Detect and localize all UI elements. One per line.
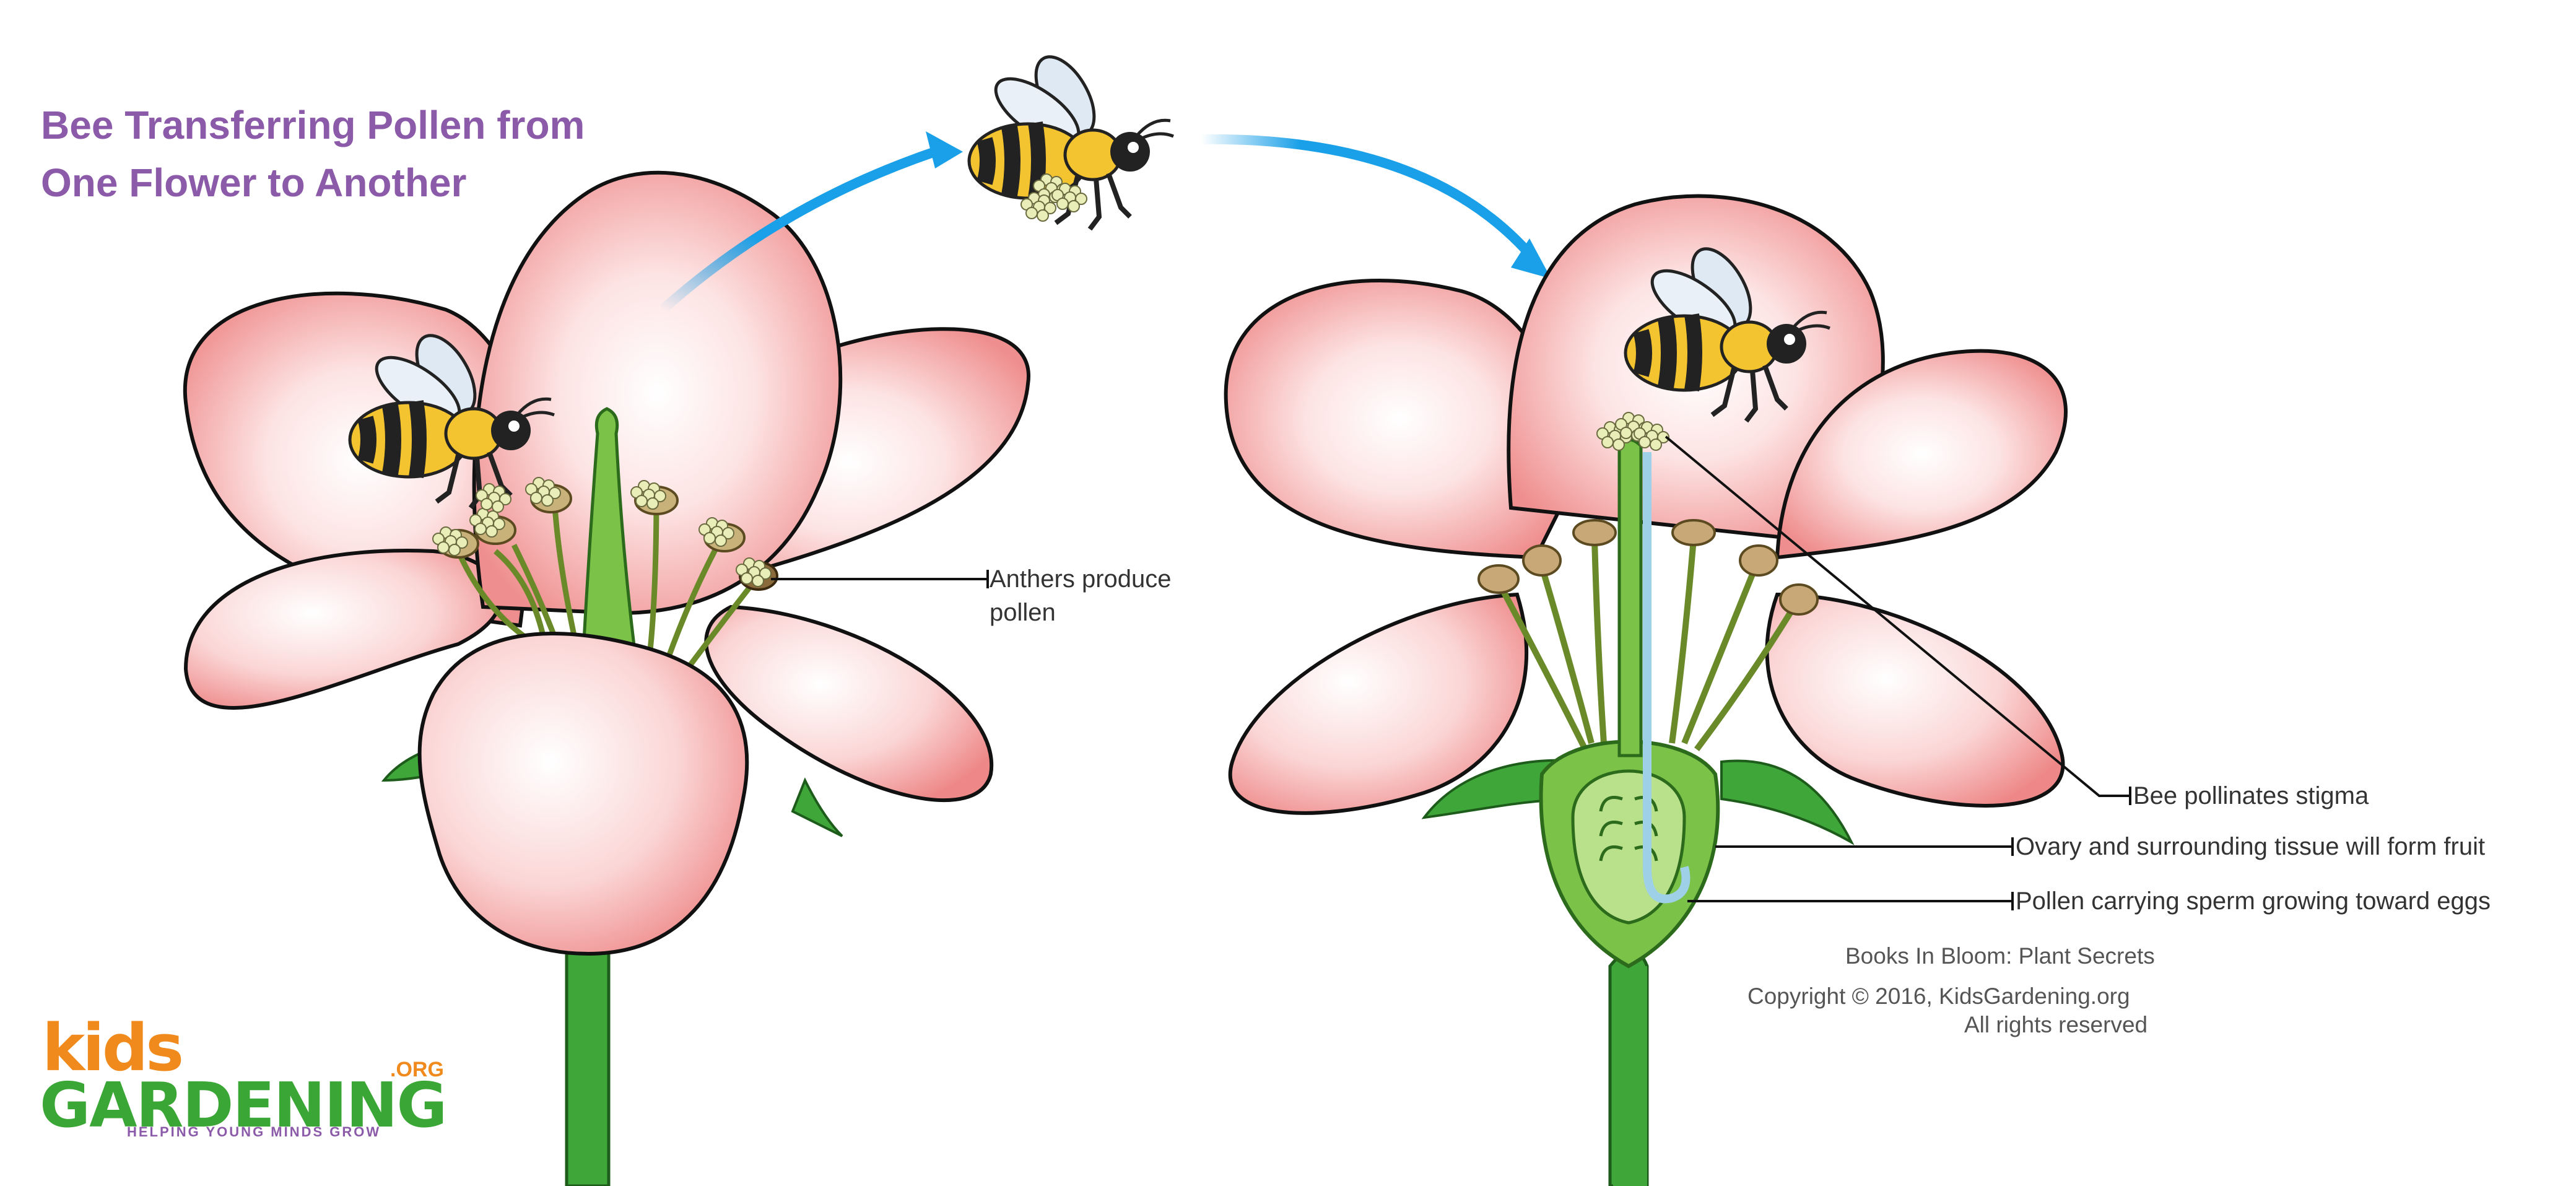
right-flower-style — [1617, 438, 1643, 757]
left-flower-stem — [565, 927, 611, 1186]
right-flower-petal — [1228, 592, 1529, 815]
flight-arrow-right — [1201, 134, 1533, 258]
credit-copyright: Copyright © 2016, KidsGardening.org — [1747, 983, 2130, 1009]
diagram-title-line2: One Flower to Another — [41, 160, 467, 205]
credit-book: Books In Bloom: Plant Secrets — [1845, 943, 2155, 969]
left-flower — [183, 170, 1030, 1186]
leader-stigma — [1664, 435, 2130, 797]
diagram-title-line1: Bee Transferring Pollen from — [41, 103, 585, 147]
label-pollen-tube: Pollen carrying sperm growing toward egg… — [2016, 887, 2491, 915]
label-stigma: Bee pollinates stigma — [2133, 782, 2369, 809]
left-flower-pistil — [580, 407, 640, 677]
flight-arrows — [659, 131, 1551, 313]
logo-tagline: HELPING YOUNG MINDS GROW — [127, 1124, 381, 1140]
pollen-tube — [1643, 452, 1690, 904]
left-flower-anthers — [432, 477, 778, 591]
logo-gardening: GARDENING — [40, 1069, 447, 1141]
left-flower-petal — [704, 604, 994, 803]
credit-rights: All rights reserved — [1964, 1012, 2148, 1037]
leader-lines — [771, 435, 2131, 910]
right-flower-stamens — [1495, 538, 1799, 751]
right-flower — [1224, 194, 2068, 1186]
logo-kids: kids — [42, 1010, 184, 1086]
left-flower-sepal — [791, 777, 843, 837]
flying-bee — [969, 47, 1173, 229]
label-ovary: Ovary and surrounding tissue will form f… — [2016, 833, 2486, 860]
flight-arrow-left-head — [926, 131, 963, 168]
right-flower-anthers — [1477, 519, 1819, 616]
right-flower-petal — [1775, 349, 2068, 560]
left-flower-front-petal — [417, 631, 749, 956]
label-anthers-line1: Anthers produce — [990, 565, 1172, 593]
flight-arrow-left — [659, 147, 937, 313]
flight-arrow-right-head — [1511, 238, 1551, 279]
right-flower-sepal — [1720, 759, 1855, 846]
label-anthers-line2: pollen — [990, 599, 1056, 626]
right-flower-petal — [1765, 592, 2065, 808]
logo-org: .ORG — [390, 1058, 444, 1081]
